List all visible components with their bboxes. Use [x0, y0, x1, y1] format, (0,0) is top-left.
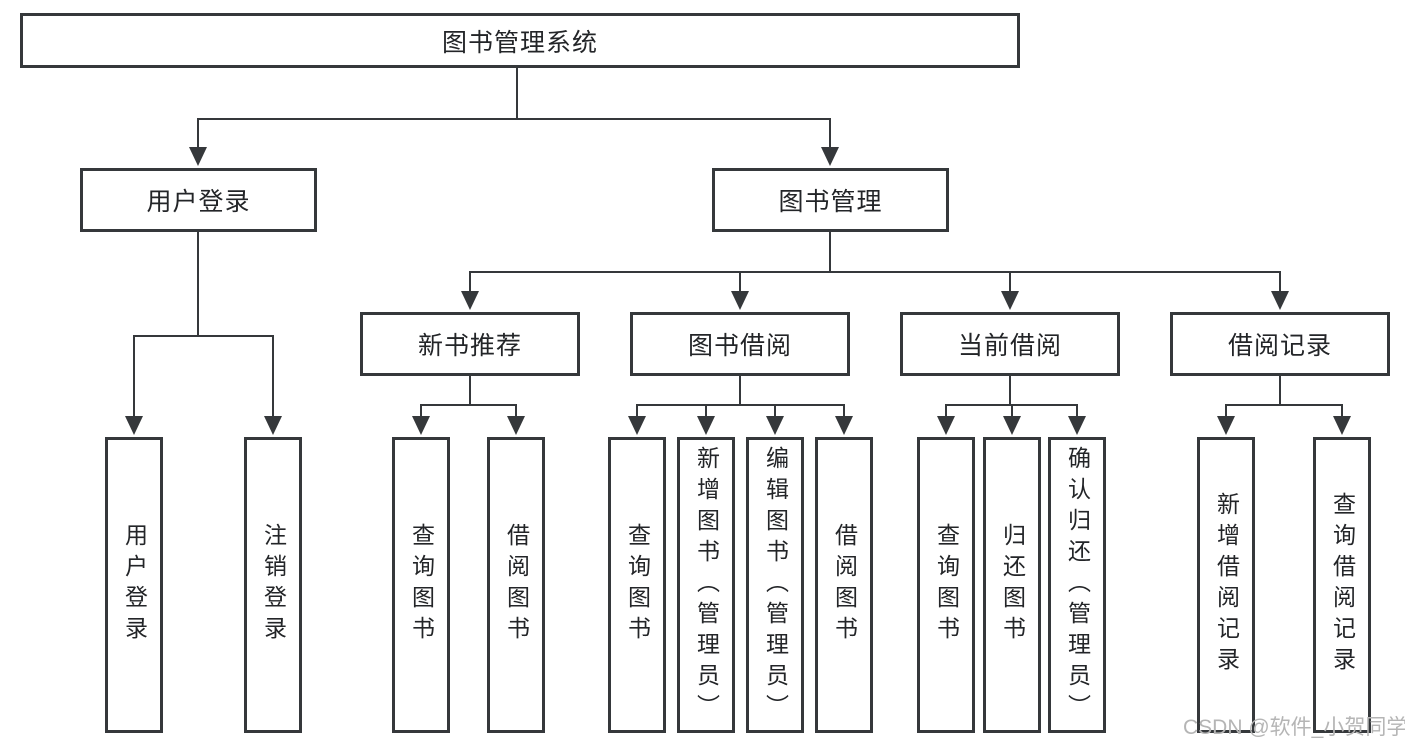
node-label: 图书管理: [778, 188, 883, 216]
leaf-user-login: 用户登录: [105, 437, 163, 733]
connector-book-management-stem: [829, 232, 831, 273]
leaf-query-borrow-record: 查询借阅记录: [1313, 437, 1371, 733]
node-library-management-system: 图书管理系统: [20, 13, 1020, 68]
connector-drop: [705, 404, 707, 419]
connector-hline: [636, 404, 845, 406]
arrow-down-icon: [731, 291, 749, 310]
node-label: 编辑图书（管理员）: [762, 445, 789, 725]
arrow-down-icon: [1271, 291, 1289, 310]
arrow-down-icon: [697, 416, 715, 435]
connector-hline: [420, 404, 517, 406]
connector-drop: [1341, 404, 1343, 419]
node-label: 借阅图书: [503, 523, 530, 647]
arrow-down-icon: [125, 416, 143, 435]
connector-drop: [945, 404, 947, 419]
arrow-down-icon: [189, 147, 207, 166]
connector-stem: [739, 376, 741, 406]
arrow-down-icon: [1217, 416, 1235, 435]
leaf-edit-books-admin: 编辑图书（管理员）: [746, 437, 804, 733]
arrow-down-icon: [835, 416, 853, 435]
arrow-down-icon: [1003, 416, 1021, 435]
arrow-down-icon: [507, 416, 525, 435]
leaf-query-books-current: 查询图书: [917, 437, 975, 733]
node-label: 图书借阅: [687, 332, 792, 360]
node-label: 归还图书: [999, 523, 1026, 647]
node-user-login: 用户登录: [80, 168, 317, 232]
leaf-add-books-admin: 新增图书（管理员）: [677, 437, 735, 733]
node-label: 查询图书: [933, 523, 960, 647]
node-label: 注销登录: [260, 523, 287, 647]
leaf-query-books-borrowing: 查询图书: [608, 437, 666, 733]
connector-drop: [774, 404, 776, 419]
connector-drop: [420, 404, 422, 419]
arrow-down-icon: [461, 291, 479, 310]
node-label: 新增借阅记录: [1213, 492, 1240, 678]
leaf-logout: 注销登录: [244, 437, 302, 733]
node-label: 查询借阅记录: [1329, 492, 1356, 678]
connector-drop: [1076, 404, 1078, 419]
node-label: 查询图书: [408, 523, 435, 647]
node-label: 图书管理系统: [441, 28, 598, 57]
arrow-down-icon: [937, 416, 955, 435]
node-label: 查询图书: [624, 523, 651, 647]
leaf-return-books: 归还图书: [983, 437, 1041, 733]
arrow-down-icon: [628, 416, 646, 435]
connector-drop: [843, 404, 845, 419]
node-label: 借阅图书: [831, 523, 858, 647]
arrow-down-icon: [821, 147, 839, 166]
connector-drop: [1225, 404, 1227, 419]
connector-root-hline: [197, 118, 831, 120]
node-borrowing-records: 借阅记录: [1170, 312, 1390, 376]
arrow-down-icon: [412, 416, 430, 435]
connector-drop: [739, 271, 741, 294]
connector-drop: [272, 335, 274, 419]
leaf-borrow-books: 借阅图书: [815, 437, 873, 733]
arrow-down-icon: [766, 416, 784, 435]
node-label: 用户登录: [146, 188, 251, 216]
leaf-borrow-books-recommend: 借阅图书: [487, 437, 545, 733]
node-label: 新书推荐: [417, 332, 522, 360]
arrow-down-icon: [1068, 416, 1086, 435]
connector-book-management-hline: [469, 271, 1281, 273]
connector-drop: [1279, 271, 1281, 294]
arrow-down-icon: [1333, 416, 1351, 435]
connector-root-stem: [516, 68, 518, 120]
connector-user-login-stem: [197, 232, 199, 337]
arrow-down-icon: [264, 416, 282, 435]
csdn-watermark: CSDN @软件_小贺同学: [1183, 716, 1405, 739]
node-book-borrowing: 图书借阅: [630, 312, 850, 376]
connector-drop: [636, 404, 638, 419]
leaf-query-books-recommend: 查询图书: [392, 437, 450, 733]
node-label: 借阅记录: [1227, 332, 1332, 360]
connector-stem: [1279, 376, 1281, 406]
connector-stem: [1009, 376, 1011, 406]
connector-hline: [1225, 404, 1343, 406]
node-label: 确认归还（管理员）: [1064, 445, 1091, 725]
arrow-down-icon: [1001, 291, 1019, 310]
connector-drop: [133, 335, 135, 419]
connector-drop: [469, 271, 471, 294]
connector-drop: [1009, 271, 1011, 294]
node-label: 当前借阅: [957, 332, 1062, 360]
node-current-borrowing: 当前借阅: [900, 312, 1120, 376]
connector-stem: [469, 376, 471, 406]
connector-drop-user-login: [197, 118, 199, 150]
leaf-add-borrow-record: 新增借阅记录: [1197, 437, 1255, 733]
node-label: 用户登录: [121, 523, 148, 647]
node-label: 新增图书（管理员）: [693, 445, 720, 725]
connector-user-login-hline: [133, 335, 274, 337]
connector-drop-book-management: [829, 118, 831, 150]
node-book-management: 图书管理: [712, 168, 949, 232]
leaf-confirm-return-admin: 确认归还（管理员）: [1048, 437, 1106, 733]
connector-drop: [1011, 404, 1013, 419]
node-new-book-recommendation: 新书推荐: [360, 312, 580, 376]
connector-drop: [515, 404, 517, 419]
